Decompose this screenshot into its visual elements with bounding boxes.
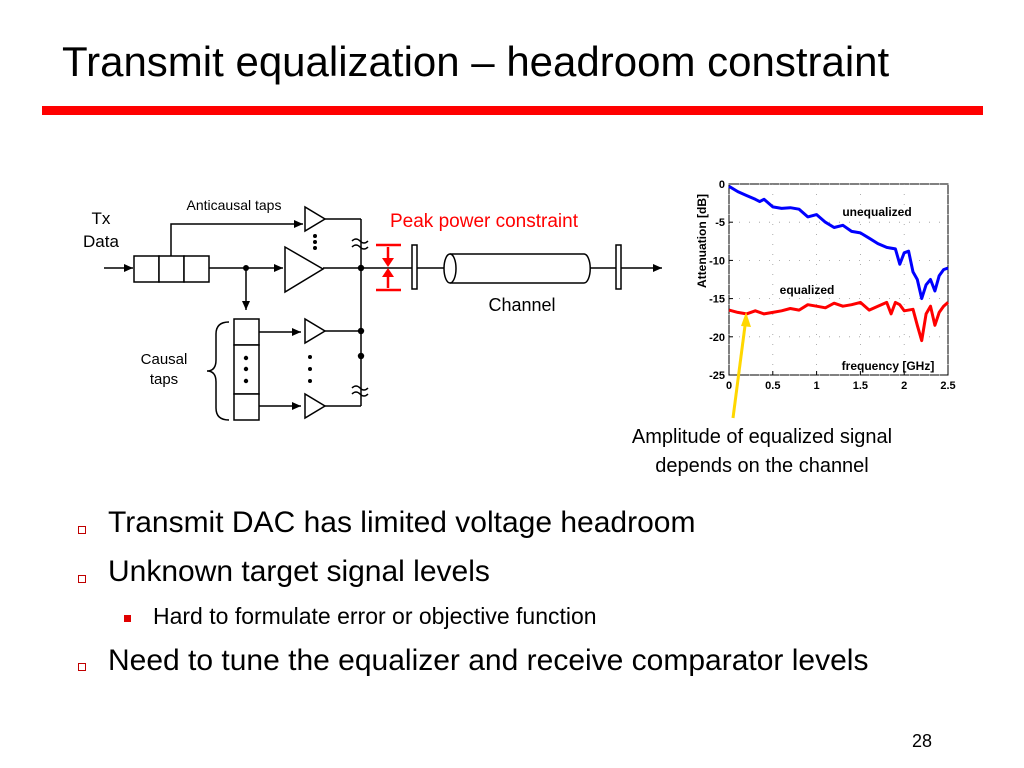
channel-label: Channel bbox=[488, 295, 555, 315]
tx-data-label-1: Tx bbox=[92, 209, 111, 228]
x-tick-label: 2.5 bbox=[940, 380, 955, 392]
annotation-arrowhead bbox=[741, 312, 751, 327]
y-tick-label: -10 bbox=[709, 255, 725, 267]
x-axis-label: frequency [GHz] bbox=[842, 359, 935, 373]
main-amplifier bbox=[284, 245, 325, 294]
causal-register-dots bbox=[243, 355, 249, 384]
causal-brace bbox=[206, 321, 230, 421]
summing-bus bbox=[323, 218, 369, 407]
x-tick-label: 1 bbox=[814, 380, 820, 392]
x-tick-label: 0 bbox=[726, 380, 732, 392]
y-tick-label: -20 bbox=[709, 332, 725, 344]
causal-amplifier-1 bbox=[304, 317, 327, 345]
y-axis-label: Attenuation [dB] bbox=[695, 194, 709, 288]
anticausal-branch bbox=[170, 220, 303, 256]
causal-label-1: Causal bbox=[141, 351, 188, 368]
x-tick-label: 0.5 bbox=[765, 380, 780, 392]
series-unequalized bbox=[728, 185, 949, 301]
y-tick-label: -15 bbox=[709, 294, 725, 306]
x-tick-label: 1.5 bbox=[853, 380, 868, 392]
causal-label-2: taps bbox=[150, 371, 178, 388]
slide-title: Transmit equalization – headroom constra… bbox=[62, 38, 890, 85]
tap-ellipsis-dots bbox=[308, 234, 317, 383]
annotation-line-2: depends on the channel bbox=[655, 455, 869, 477]
anticausal-amplifier bbox=[304, 205, 327, 233]
tx-data-label-2: Data bbox=[83, 232, 119, 251]
y-tick-label: 0 bbox=[719, 179, 725, 191]
shift-register bbox=[133, 255, 210, 283]
legend-unequalized: unequalized bbox=[842, 205, 911, 219]
page-number: 28 bbox=[912, 731, 933, 751]
title-rule bbox=[42, 106, 983, 115]
y-tick-label: -25 bbox=[709, 370, 725, 382]
anticausal-label: Anticausal taps bbox=[187, 197, 282, 213]
peak-power-label: Peak power constraint bbox=[390, 211, 579, 232]
annotation-arrow bbox=[731, 317, 748, 419]
plot-area bbox=[728, 183, 949, 376]
amplifiers bbox=[284, 205, 327, 420]
annotation-line-1: Amplitude of equalized signal bbox=[632, 426, 892, 448]
x-tick-label: 2 bbox=[901, 380, 907, 392]
legend-equalized: equalized bbox=[780, 283, 835, 297]
series-equalized bbox=[728, 300, 949, 343]
causal-amplifier-2 bbox=[304, 392, 327, 420]
channel-cable bbox=[411, 244, 622, 290]
peak-power-arrowheads bbox=[382, 258, 394, 277]
y-tick-label: -5 bbox=[715, 217, 725, 229]
